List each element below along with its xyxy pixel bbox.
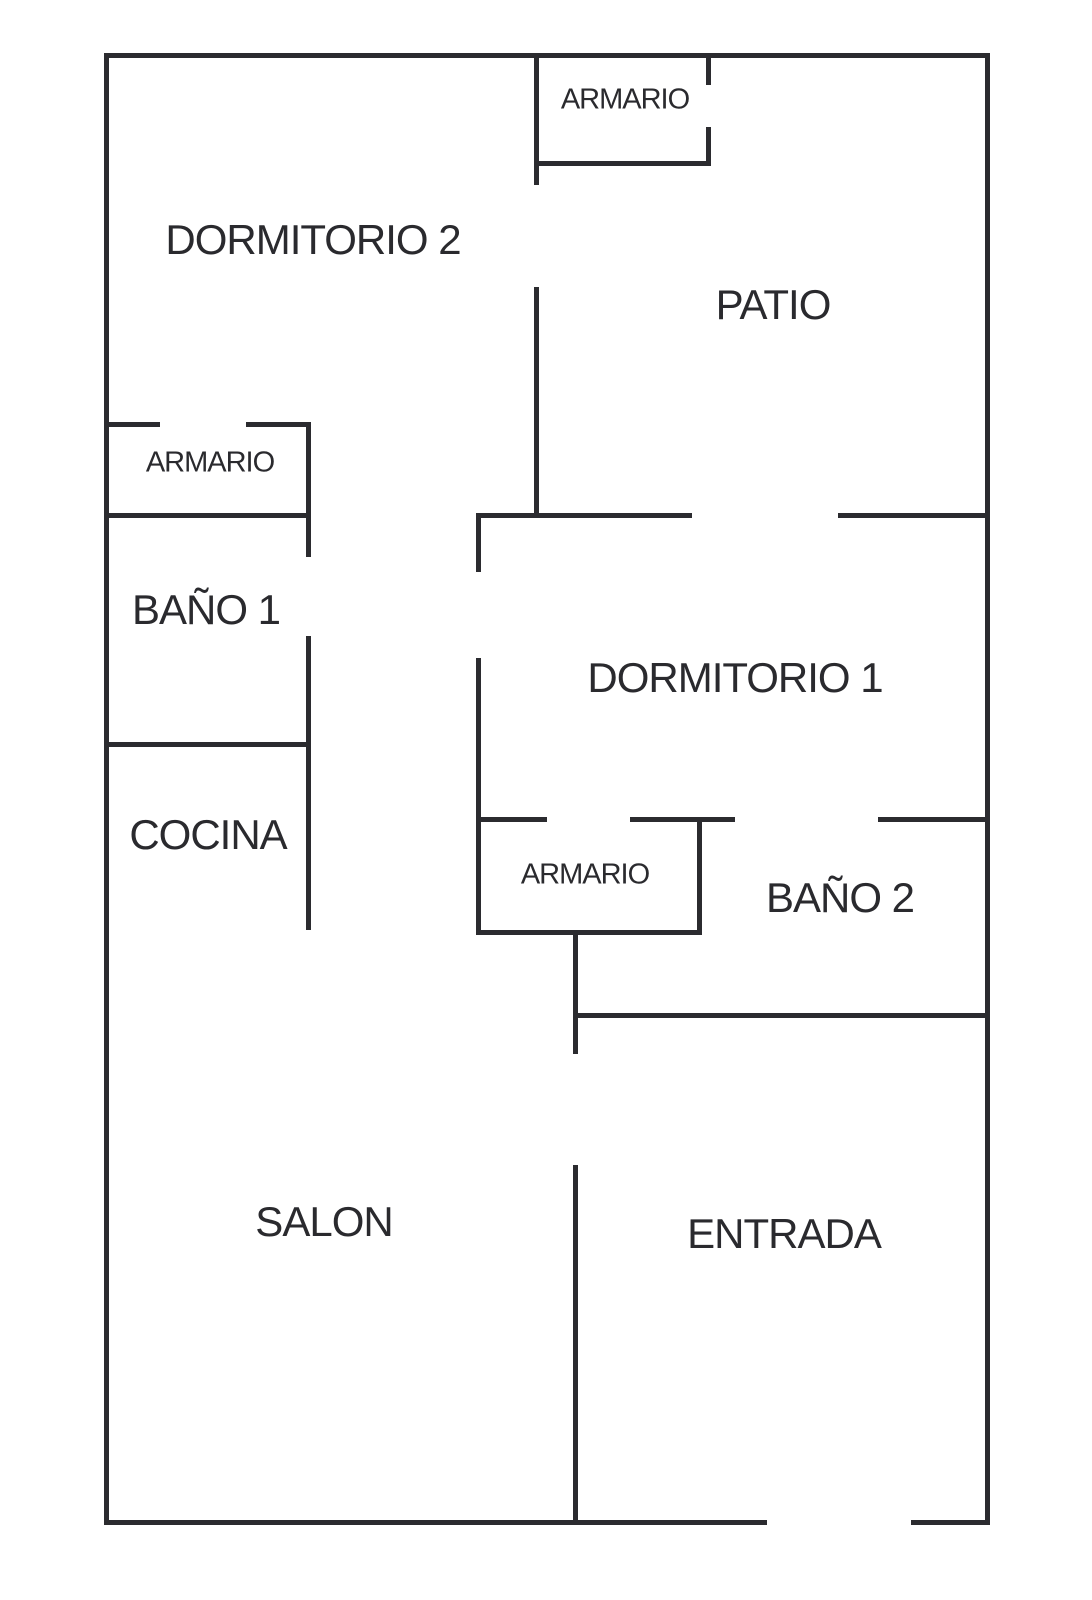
room-label-cocina: COCINA (129, 811, 287, 858)
wall-outer-bottom-right-of-entry-door (911, 1520, 990, 1525)
wall-bano2-bottom (573, 1013, 990, 1018)
wall-salon-entrada-divider-upper (573, 930, 578, 1054)
wall-dorm1-left-lower (476, 658, 481, 935)
room-label-bano-2: BAÑO 2 (765, 874, 915, 921)
room-label-bano-1: BAÑO 1 (131, 586, 281, 633)
wall-dorm1-top-right-segment (838, 513, 990, 518)
wall-top-armario-right-upper (706, 53, 711, 85)
wall-patio-divider (534, 287, 539, 518)
wall-dorm1-left-upper (476, 513, 481, 572)
wall-left-armario-bottom (104, 513, 311, 518)
room-label-dormitorio-2: DORMITORIO 2 (165, 216, 461, 263)
room-label-armario-hall: ARMARIO (520, 858, 650, 891)
wall-outer-right (985, 53, 990, 1525)
room-label-patio: PATIO (715, 281, 832, 328)
wall-left-armario-top-left (104, 422, 160, 427)
wall-top-armario-right-lower (706, 127, 711, 166)
wall-bano1-right-lower (306, 636, 311, 930)
room-label-entrada: ENTRADA (687, 1210, 882, 1257)
wall-left-armario-top-right (246, 422, 311, 427)
wall-outer-bottom-left-of-entry-door (104, 1520, 767, 1525)
wall-outer-top (104, 53, 990, 58)
room-label-salon: SALON (255, 1198, 393, 1245)
wall-outer-left (104, 53, 109, 1525)
room-label-armario-patio: ARMARIO (560, 83, 690, 116)
room-label-armario-bano1: ARMARIO (145, 446, 275, 479)
wall-hall-armario-bottom (476, 930, 702, 935)
wall-dorm1-top-left-segment (476, 513, 692, 518)
wall-hall-armario-right (697, 817, 702, 935)
wall-bano1-right-upper (306, 422, 311, 557)
wall-top-armario-bottom (534, 161, 711, 166)
wall-hall-armario-top-left (476, 817, 547, 822)
wall-top-armario-left (534, 53, 539, 185)
wall-bano2-top (878, 817, 990, 822)
wall-hall-armario-top-right (630, 817, 735, 822)
wall-salon-entrada-divider-lower (573, 1165, 578, 1525)
room-label-dormitorio-1: DORMITORIO 1 (587, 654, 883, 701)
wall-bano1-bottom (104, 742, 311, 747)
